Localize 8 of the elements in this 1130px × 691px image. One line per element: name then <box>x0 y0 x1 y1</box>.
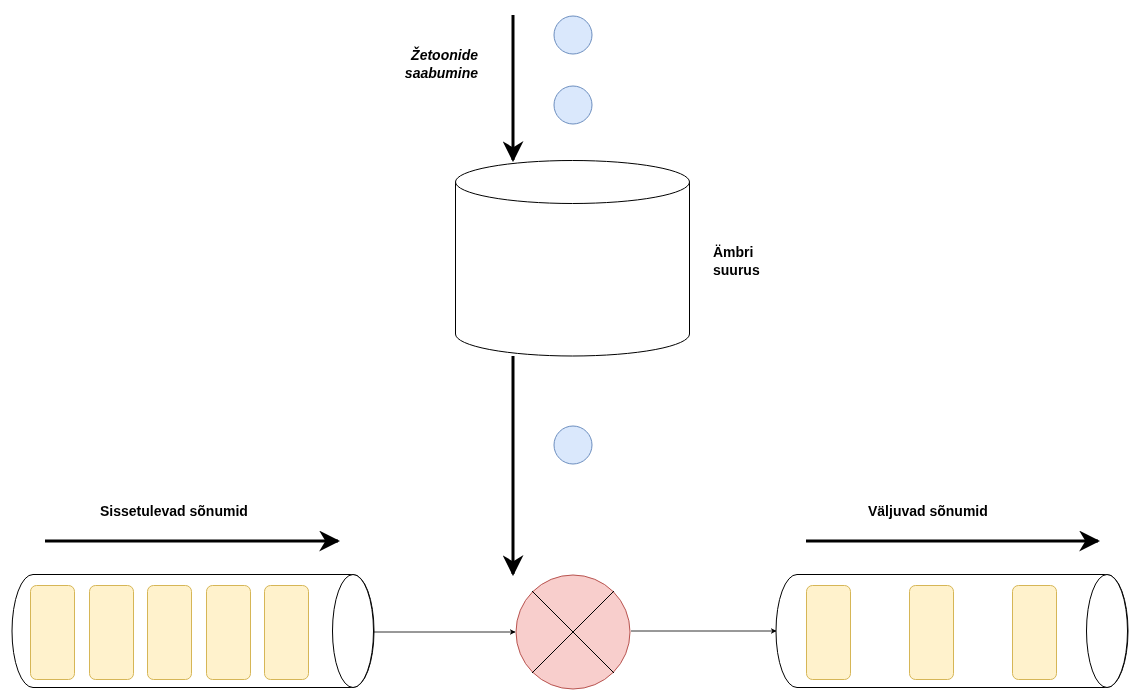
flow-label: Sissetulevad sõnumid <box>100 503 248 519</box>
node-caption: Ämbri suurus <box>713 243 761 280</box>
flow-label: Väljuvad sõnumid <box>868 503 988 519</box>
arrow <box>630 628 777 634</box>
edge-label: Žetoonide saabumine <box>403 46 478 83</box>
arrow <box>502 15 524 163</box>
arrow <box>502 356 524 577</box>
arrow <box>373 629 516 635</box>
